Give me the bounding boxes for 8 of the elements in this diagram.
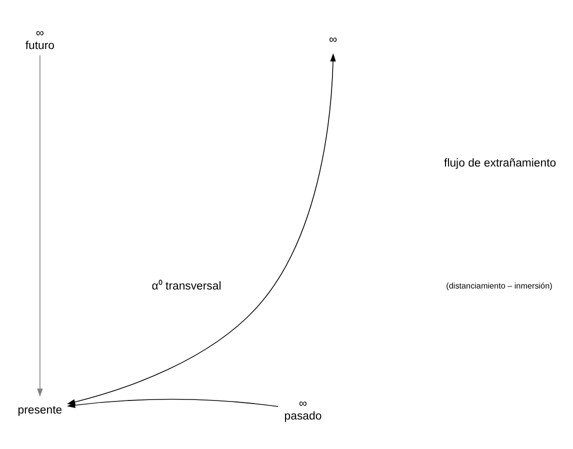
label: flujo de extrañamiento (444, 157, 556, 170)
label: α⁰ transversal (152, 280, 222, 292)
node-text: ∞ futuro (25, 27, 55, 52)
arrow (37, 54, 43, 396)
node-text: ∞ (329, 33, 338, 46)
node-text: presente (18, 404, 62, 416)
label: (distanciamiento – inmersión) (446, 281, 552, 290)
node-text: ∞ pasado (284, 398, 322, 422)
